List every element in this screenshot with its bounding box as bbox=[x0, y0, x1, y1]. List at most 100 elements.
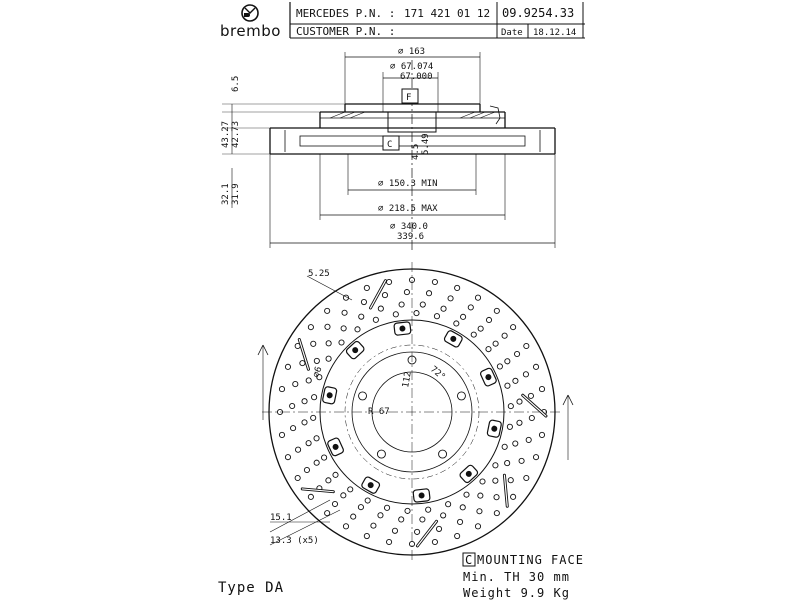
tab-rivet bbox=[418, 492, 425, 499]
slot-inner bbox=[301, 488, 334, 493]
dim-min-diameter: ⌀ 150.3 MIN bbox=[378, 179, 438, 189]
drill-hole bbox=[492, 477, 499, 484]
slot-inner bbox=[503, 474, 508, 507]
date-value: 18.12.14 bbox=[533, 28, 576, 38]
drill-hole bbox=[512, 377, 519, 384]
drill-hole bbox=[496, 363, 503, 370]
mounting-tab bbox=[459, 464, 479, 484]
brembo-logo: brembo bbox=[220, 4, 280, 40]
mounting-tab bbox=[443, 330, 463, 348]
drill-hole bbox=[454, 532, 461, 540]
dim-hub-lower: 4.5 bbox=[411, 144, 421, 160]
bolt-hole bbox=[407, 355, 417, 365]
mounting-tab bbox=[361, 476, 381, 494]
datum-f: F bbox=[406, 93, 411, 103]
drill-hole bbox=[504, 382, 511, 389]
drill-hole bbox=[506, 423, 513, 430]
drill-hole bbox=[386, 538, 393, 546]
drill-hole bbox=[408, 276, 416, 284]
slots bbox=[297, 279, 548, 548]
dim-13: 13.3 (x5) bbox=[270, 536, 319, 546]
drill-hole bbox=[419, 516, 426, 523]
drill-hole bbox=[492, 462, 499, 469]
dim-outer-upper: ⌀ 340.0 bbox=[390, 222, 428, 232]
drill-hole bbox=[479, 478, 486, 485]
date-label: Date bbox=[501, 28, 523, 38]
drill-hole bbox=[340, 492, 347, 499]
drill-hole bbox=[289, 402, 296, 410]
drill-hole bbox=[474, 523, 482, 530]
dim-radius: R 67 bbox=[368, 407, 390, 417]
drill-hole bbox=[377, 512, 384, 519]
dim-height-top: 6.5 bbox=[231, 76, 241, 92]
drill-hole bbox=[392, 311, 399, 318]
drill-hole bbox=[391, 527, 399, 534]
slot-inner bbox=[298, 338, 310, 370]
datum-c: C bbox=[387, 140, 392, 150]
drill-hole bbox=[313, 459, 320, 466]
drill-hole bbox=[523, 474, 530, 482]
drill-hole bbox=[310, 340, 317, 347]
drill-hole bbox=[372, 316, 379, 323]
drill-hole bbox=[485, 316, 493, 324]
oem-number: 171 421 01 12 bbox=[404, 7, 490, 20]
drill-hole bbox=[357, 504, 364, 511]
drill-hole bbox=[504, 460, 511, 467]
drill-hole bbox=[419, 301, 426, 308]
dim-15: 15.1 bbox=[270, 513, 292, 523]
drill-hole bbox=[316, 374, 323, 381]
drill-hole bbox=[532, 363, 540, 370]
drill-hole bbox=[459, 504, 466, 511]
mounting-marker: C bbox=[465, 553, 473, 567]
drill-hole bbox=[325, 355, 332, 362]
drill-hole bbox=[398, 516, 405, 523]
mounting-tab bbox=[412, 488, 431, 503]
drill-hole bbox=[311, 394, 318, 401]
tab-rivet bbox=[465, 470, 472, 477]
front-view bbox=[257, 262, 574, 562]
drill-hole bbox=[525, 436, 532, 443]
drill-hole bbox=[510, 493, 517, 500]
drill-hole bbox=[507, 477, 514, 484]
drill-hole bbox=[403, 289, 410, 296]
drill-hole bbox=[332, 471, 339, 478]
dim-total-lower: 42.73 bbox=[231, 121, 241, 148]
drill-hole bbox=[514, 350, 521, 358]
drill-hole bbox=[398, 301, 405, 308]
drill-hole bbox=[284, 363, 292, 370]
drill-hole bbox=[364, 497, 371, 504]
drill-hole bbox=[435, 525, 443, 532]
tab-rivet bbox=[352, 347, 359, 354]
drill-hole bbox=[431, 538, 438, 546]
drill-hole bbox=[331, 500, 339, 508]
tab-rivet bbox=[450, 335, 457, 342]
drill-hole bbox=[476, 508, 483, 515]
weight: Weight 9.9 Kg bbox=[463, 586, 570, 600]
front-view-labels: 5.25 ⌀6 112 72° R 67 15.1 13.3 (x5) bbox=[270, 269, 447, 546]
drill-hole bbox=[463, 491, 470, 498]
drill-hole bbox=[493, 307, 500, 314]
dim-bore-upper: ⌀ 67.074 bbox=[390, 62, 433, 72]
drill-hole bbox=[305, 377, 312, 384]
section-view-labels: ⌀ 163 ⌀ 67.074 67.000 F C ⌀ 150.3 MIN ⌀ … bbox=[221, 47, 438, 242]
tab-rivet bbox=[367, 482, 374, 489]
drill-hole bbox=[276, 408, 284, 416]
dim-hole-diameter: ⌀6 bbox=[311, 365, 324, 379]
drill-hole bbox=[363, 284, 370, 292]
drill-hole bbox=[338, 339, 345, 346]
dim-thick-lower: 31.9 bbox=[231, 183, 241, 205]
drill-hole bbox=[384, 504, 391, 511]
drill-hole bbox=[512, 440, 519, 447]
mounting-tab bbox=[393, 321, 412, 336]
dim-top-diameter: ⌀ 163 bbox=[398, 47, 425, 57]
dim-slot-radius: 5.25 bbox=[308, 269, 330, 279]
drill-hole bbox=[474, 294, 482, 301]
drill-hole bbox=[363, 532, 370, 540]
drill-hole bbox=[516, 398, 523, 405]
drill-hole bbox=[447, 295, 454, 302]
mounting-tab bbox=[327, 437, 344, 457]
drill-hole bbox=[377, 305, 384, 312]
drill-hole bbox=[510, 324, 517, 331]
dim-total-upper: 43.27 bbox=[221, 121, 231, 148]
drill-hole bbox=[342, 294, 350, 301]
